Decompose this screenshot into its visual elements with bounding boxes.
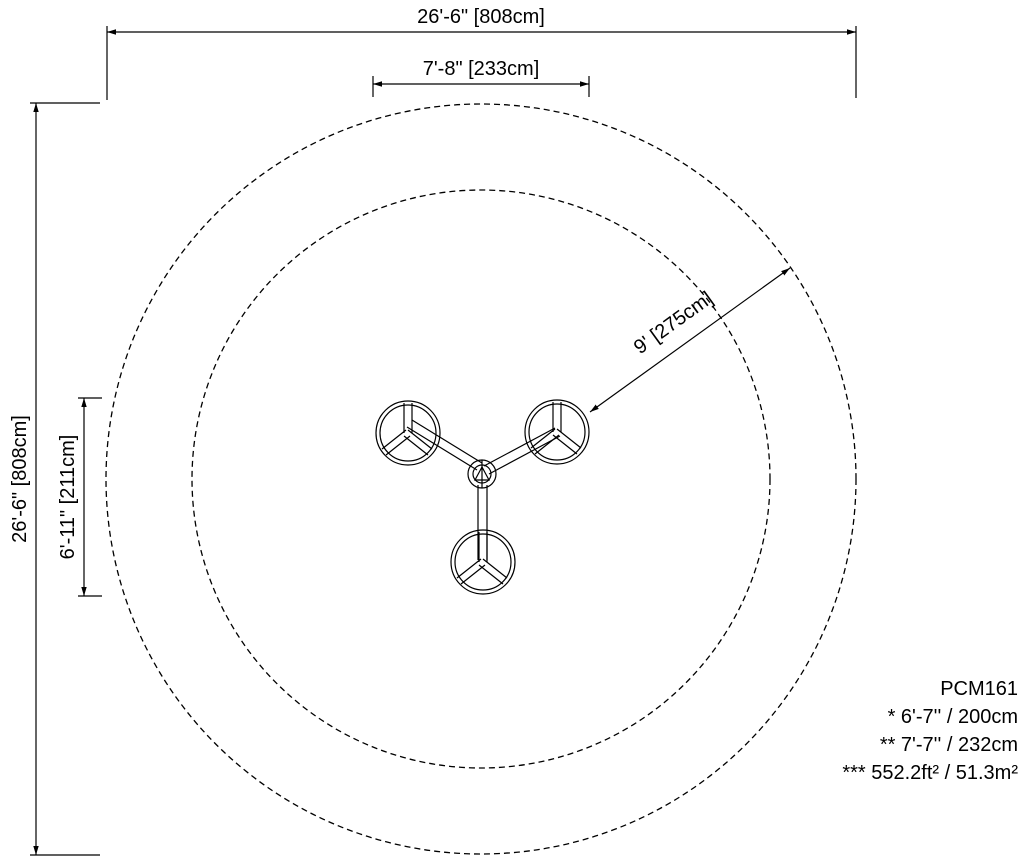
inner-width-dimension: 7'-8" [233cm] bbox=[372, 58, 590, 97]
overall-width-dimension: 26'-6" [808cm] bbox=[106, 6, 857, 100]
overall-height-dimension: 26'-6" [808cm] bbox=[9, 102, 100, 856]
overall-width-label: 26'-6" [808cm] bbox=[417, 6, 545, 28]
carousel-arms bbox=[406, 419, 561, 560]
radius-dimension: 9' [275cm] bbox=[589, 267, 791, 413]
seat-right bbox=[524, 399, 590, 465]
area-note: *** 552.2ft² / 51.3m² bbox=[842, 762, 1018, 784]
carousel-equipment bbox=[375, 399, 590, 595]
overall-height-label: 26'-6" [808cm] bbox=[9, 415, 31, 543]
model-number: PCM161 bbox=[940, 678, 1018, 700]
radius-label: 9' [275cm] bbox=[630, 287, 717, 358]
seat-left bbox=[375, 400, 441, 466]
outer-safety-zone-circle bbox=[105, 103, 857, 855]
spec-notes: PCM161 * 6'-7'' / 200cm ** 7'-7'' / 232c… bbox=[842, 675, 1018, 787]
inner-height-label: 6'-11" [211cm] bbox=[57, 435, 79, 560]
seat-bottom bbox=[450, 529, 516, 595]
carousel-hub bbox=[467, 459, 497, 489]
fall-height-note: * 6'-7'' / 200cm bbox=[887, 706, 1018, 728]
inner-width-label: 7'-8" [233cm] bbox=[423, 58, 540, 80]
free-height-note: ** 7'-7'' / 232cm bbox=[879, 734, 1018, 756]
inner-zone-circle bbox=[191, 189, 771, 769]
inner-height-dimension: 6'-11" [211cm] bbox=[57, 397, 102, 597]
